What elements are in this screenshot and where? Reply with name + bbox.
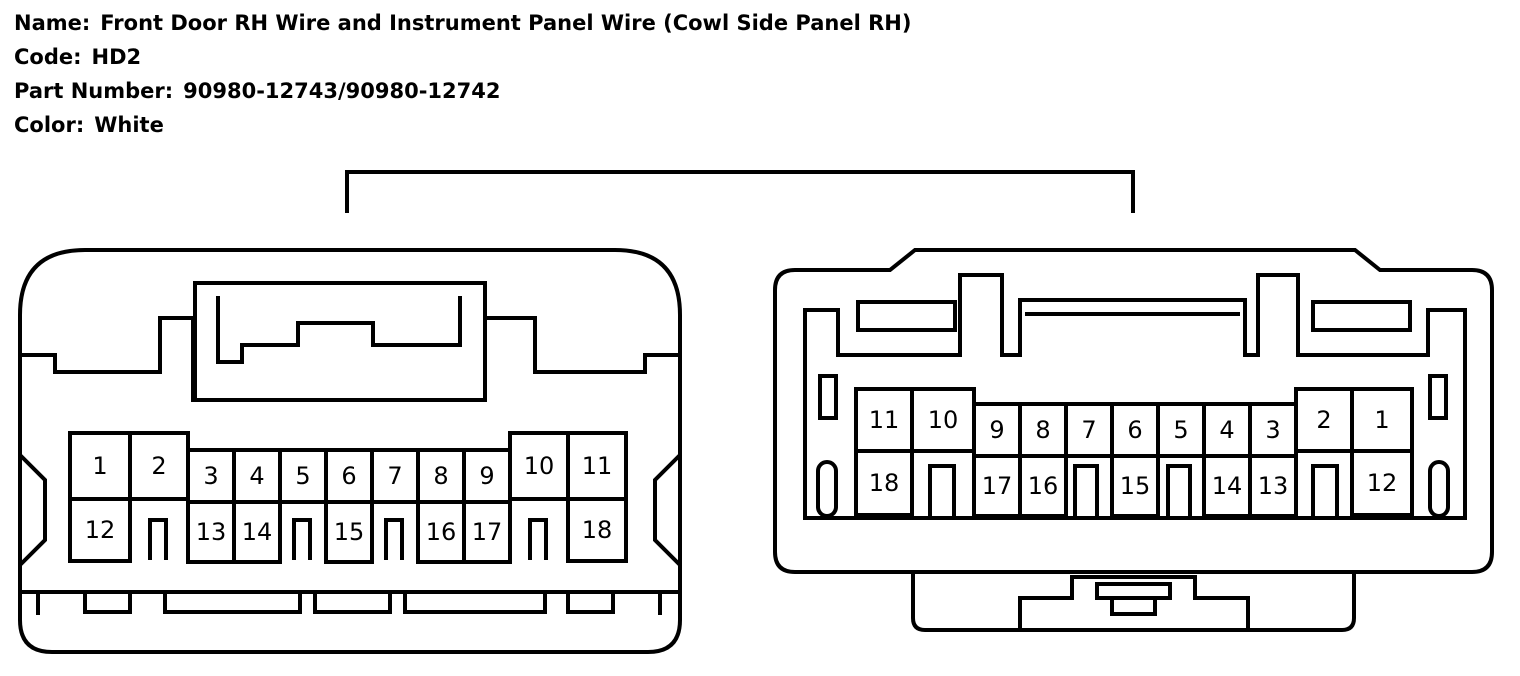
left-connector-lock <box>193 281 487 402</box>
right-connector-pin-15: 15 <box>1120 472 1151 500</box>
right-connector-pin-17: 17 <box>982 472 1013 500</box>
connector-pair-bracket <box>345 170 1135 213</box>
right-connector-pin-6: 6 <box>1127 416 1142 444</box>
right-connector: 11 10 9 8 7 6 5 4 3 2 1 18 17 16 15 14 13 12 <box>773 248 1494 632</box>
right-connector-pin-16: 16 <box>1028 472 1059 500</box>
right-connector-pin-7: 7 <box>1081 416 1096 444</box>
left-connector-pin-18: 18 <box>582 516 613 544</box>
left-connector-pin-2: 2 <box>151 452 166 480</box>
left-connector-pin-10: 10 <box>524 452 555 480</box>
right-connector-side-slot-left-bottom <box>816 460 838 518</box>
right-connector-pin-cell-12 <box>1350 449 1414 517</box>
color-label: Color: <box>14 113 85 137</box>
left-connector-pin-14: 14 <box>242 518 273 546</box>
left-connector-pin-cell-14 <box>232 500 282 564</box>
right-connector-pin-cell-16 <box>1018 454 1068 518</box>
left-connector-pin-17: 17 <box>472 518 503 546</box>
part-number-line: Part Number: 90980-12743/90980-12742 <box>14 74 911 108</box>
right-connector-window-left <box>856 300 957 332</box>
code-label: Code: <box>14 45 82 69</box>
left-connector-inner-outline <box>20 316 680 402</box>
left-connector-side-key-right <box>653 453 682 567</box>
part-number-label: Part Number: <box>14 79 174 103</box>
right-connector-pin-5: 5 <box>1173 416 1188 444</box>
right-connector-pin-12: 12 <box>1367 469 1398 497</box>
left-connector-body <box>18 248 682 654</box>
right-connector-pin-2: 2 <box>1316 406 1331 434</box>
part-number-value: 90980-12743/90980-12742 <box>183 79 501 103</box>
left-connector-pin-16: 16 <box>426 518 457 546</box>
right-connector-pin-8: 8 <box>1035 416 1050 444</box>
right-connector-bottom-housing <box>911 572 1356 632</box>
right-connector-pin-1: 1 <box>1374 406 1389 434</box>
name-value: Front Door RH Wire and Instrument Panel … <box>100 11 912 35</box>
right-connector-pins: 11 10 9 8 7 6 5 4 3 2 1 18 17 16 15 14 13 12 <box>854 387 1414 518</box>
left-connector-pin-cell-15 <box>324 500 374 564</box>
right-connector-pin-9: 9 <box>989 416 1004 444</box>
left-connector-pin-cell-17 <box>462 500 512 564</box>
left-connector-divider-slots <box>148 518 548 560</box>
left-connector-pin-1: 1 <box>92 452 107 480</box>
color-line: Color: White <box>14 108 911 142</box>
code-line: Code: HD2 <box>14 40 911 74</box>
left-connector-pin-3: 3 <box>203 462 218 490</box>
right-connector-inner-outline <box>803 273 1467 520</box>
right-connector-lock-rails <box>1025 298 1240 316</box>
right-connector-side-slot-left-top <box>818 374 838 420</box>
right-connector-side-slot-right-bottom <box>1428 460 1450 518</box>
right-connector-divider-slots <box>928 464 1339 520</box>
name-label: Name: <box>14 11 91 35</box>
right-connector-window-right <box>1311 300 1412 332</box>
left-connector-ribs <box>36 592 662 615</box>
left-connector-pin-5: 5 <box>295 462 310 490</box>
right-connector-pin-11: 11 <box>869 406 900 434</box>
connector-info: Name: Front Door RH Wire and Instrument P… <box>14 6 911 142</box>
left-connector-side-key-left <box>18 453 47 567</box>
name-line: Name: Front Door RH Wire and Instrument P… <box>14 6 911 40</box>
left-connector-pin-15: 15 <box>334 518 365 546</box>
right-connector-pin-18: 18 <box>869 469 900 497</box>
left-connector-pin-13: 13 <box>196 518 227 546</box>
left-connector-pin-cell-12 <box>68 497 132 563</box>
right-connector-pin-cell-13 <box>1248 454 1298 518</box>
left-connector-pin-8: 8 <box>433 462 448 490</box>
left-connector-pin-12: 12 <box>85 516 116 544</box>
left-connector-pin-9: 9 <box>479 462 494 490</box>
code-value: HD2 <box>91 45 142 69</box>
right-connector-bottom-tab <box>1018 575 1250 630</box>
right-connector-pin-10: 10 <box>928 406 959 434</box>
right-connector-pin-cell-15 <box>1110 454 1160 518</box>
left-connector-pin-7: 7 <box>387 462 402 490</box>
left-connector-pin-11: 11 <box>582 452 613 480</box>
left-connector-pin-4: 4 <box>249 462 264 490</box>
left-connector-pin-6: 6 <box>341 462 356 490</box>
right-connector-pin-cell-18 <box>854 449 914 517</box>
color-value: White <box>94 113 164 137</box>
right-connector-pin-4: 4 <box>1219 416 1234 444</box>
right-connector-pin-14: 14 <box>1212 472 1243 500</box>
right-connector-pin-3: 3 <box>1265 416 1280 444</box>
right-connector-body <box>773 248 1494 574</box>
right-connector-pin-13: 13 <box>1258 472 1289 500</box>
right-connector-side-slot-right-top <box>1428 374 1448 420</box>
left-connector-pin-cell-18 <box>566 497 628 563</box>
